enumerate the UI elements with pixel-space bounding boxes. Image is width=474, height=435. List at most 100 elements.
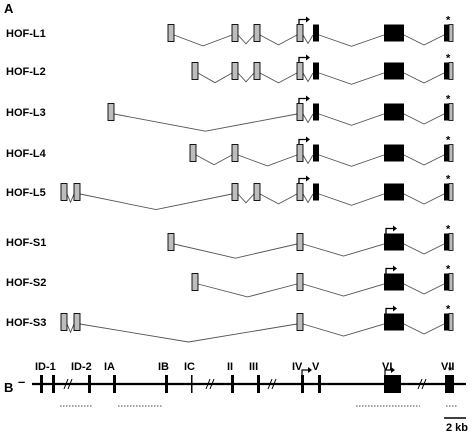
stop-codon-marker: *	[448, 365, 453, 377]
exon-coding-block	[384, 183, 404, 201]
exon-gray	[296, 183, 304, 201]
exon-end-coding	[444, 103, 449, 121]
start-arrow-head-icon	[306, 95, 310, 102]
intron-line	[403, 154, 445, 166]
intron-line	[302, 193, 314, 204]
exon-gray	[231, 24, 239, 42]
intron-line	[259, 34, 298, 46]
transcript-name: HOF-L4	[6, 148, 47, 160]
intron-line	[302, 72, 314, 83]
exon-black	[313, 24, 319, 42]
exon-coding-block	[384, 273, 404, 291]
exon-label: VII	[441, 361, 454, 373]
stop-codon-marker: *	[446, 174, 451, 186]
exon-gray	[167, 24, 175, 42]
transcript-name: HOF-L3	[6, 107, 46, 119]
start-arrow-head-icon	[308, 367, 312, 373]
transcript-row: HOF-L5*	[6, 174, 454, 211]
transcript-row: HOF-S3 *	[6, 304, 454, 343]
start-arrow-head-icon	[306, 16, 310, 23]
start-arrow-icon	[301, 369, 309, 375]
intron-line	[302, 113, 314, 124]
transcript-name: HOF-S1	[6, 237, 46, 249]
intron-line	[237, 72, 255, 83]
start-arrow-icon	[385, 307, 394, 314]
exon-gray	[167, 233, 175, 251]
intron-line	[318, 34, 385, 47]
panel-b-dash: –	[18, 374, 25, 389]
intron-line	[237, 154, 298, 167]
exon-label: III	[249, 361, 258, 373]
start-arrow-head-icon	[391, 367, 395, 373]
intron-line	[113, 113, 298, 132]
exon-black	[313, 62, 319, 80]
start-arrow-icon	[298, 138, 307, 145]
exon-label: ID-1	[35, 361, 56, 373]
start-arrow-icon	[385, 267, 394, 274]
exon-gray	[107, 103, 115, 121]
start-arrow-head-icon	[393, 305, 397, 312]
exon-gray	[191, 273, 199, 291]
exon-gray	[296, 273, 304, 291]
break-mark	[267, 378, 273, 390]
transcript-rows: HOF-L1*HOF-L2*HOF-L3*HOF-L4*HOF-L5*HOF-S…	[6, 15, 454, 343]
break-mark	[63, 378, 69, 390]
exon-end-coding	[444, 144, 449, 162]
intron-line	[197, 72, 233, 84]
exon-tick	[113, 375, 116, 393]
start-arrow-head-icon	[393, 265, 397, 272]
start-arrow-head-icon	[306, 54, 310, 61]
stop-codon-marker: *	[446, 304, 451, 316]
transcript-name: HOF-S3	[6, 317, 46, 329]
exon-label: VI	[382, 361, 392, 373]
exon-end-utr	[448, 313, 454, 331]
transcript-row: HOF-L4*	[6, 135, 454, 167]
intron-line	[403, 72, 445, 84]
intron-line	[173, 34, 233, 47]
intron-line	[318, 72, 385, 85]
exon-coding-block	[384, 103, 404, 121]
exon-gray	[231, 144, 239, 162]
exon-gray	[231, 183, 239, 201]
stop-codon-marker: *	[446, 15, 451, 27]
exon-label: IA	[104, 361, 115, 373]
intron-line	[302, 34, 314, 45]
exon-gray	[231, 62, 239, 80]
exon-coding-block	[384, 233, 404, 251]
exon-gray	[189, 144, 197, 162]
transcript-name: HOF-S2	[6, 277, 46, 289]
exon-end-utr	[448, 62, 454, 80]
break-mark	[271, 378, 277, 390]
stop-codon-marker: *	[446, 224, 451, 236]
exon-gray	[296, 233, 304, 251]
start-arrow-head-icon	[306, 136, 310, 143]
exon-coding-block	[384, 62, 404, 80]
intron-line	[173, 243, 298, 259]
intron-line	[79, 193, 233, 211]
exon-end-utr	[448, 144, 454, 162]
exon-tick	[301, 375, 304, 393]
exon-tick	[318, 375, 321, 393]
start-arrow-icon	[384, 369, 392, 375]
exon-tick	[52, 375, 55, 393]
transcript-name: HOF-L1	[6, 28, 46, 40]
exon-gray	[253, 183, 261, 201]
exon-vii-block	[445, 375, 454, 393]
exon-vi-block	[384, 375, 401, 393]
exon-gray	[73, 313, 81, 331]
transcript-row: HOF-L3*	[6, 94, 454, 132]
intron-line	[403, 323, 445, 335]
exon-tick	[165, 375, 168, 393]
intron-line	[318, 193, 385, 206]
intron-line	[237, 193, 255, 204]
exon-gray	[60, 313, 68, 331]
exon-label: V	[312, 361, 320, 373]
stop-codon-marker: *	[446, 264, 451, 276]
intron-line	[259, 193, 298, 205]
exon-end-utr	[448, 183, 454, 201]
exon-coding-block	[384, 313, 404, 331]
exon-coding-block	[384, 24, 404, 42]
exon-label: IV	[292, 361, 303, 373]
start-arrow-icon	[298, 177, 307, 184]
